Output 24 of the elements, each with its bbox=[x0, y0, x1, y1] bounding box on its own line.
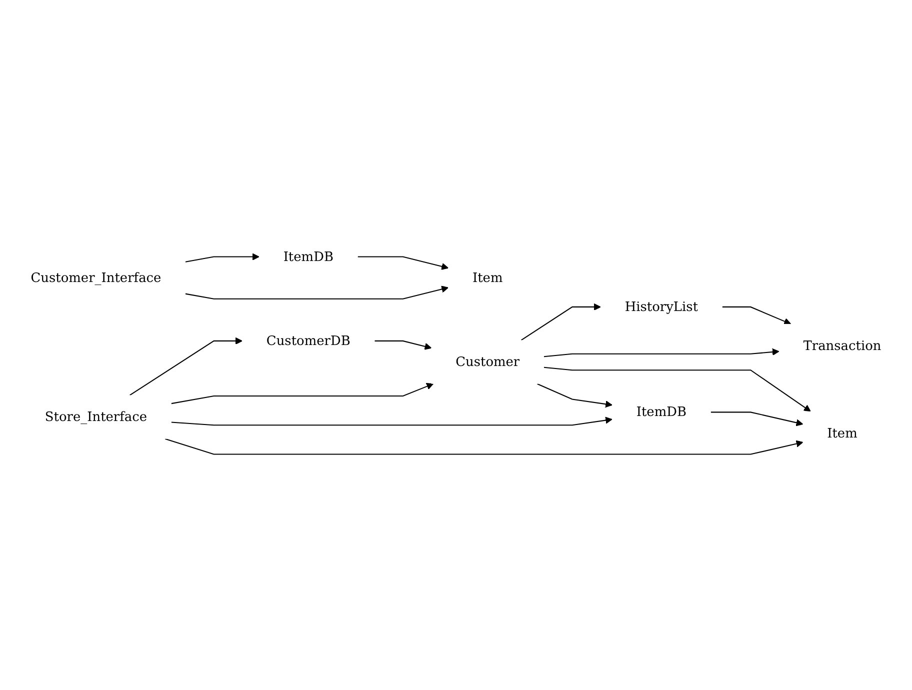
node-text: Item bbox=[827, 425, 858, 441]
arrow bbox=[520, 303, 601, 341]
node-text: Item bbox=[472, 270, 503, 286]
node-text: Customer bbox=[456, 354, 520, 370]
arrow bbox=[544, 366, 811, 412]
node-text: Transaction bbox=[803, 338, 882, 354]
arrow bbox=[185, 286, 449, 300]
node-text: ItemDB bbox=[283, 248, 334, 264]
arrow bbox=[722, 306, 792, 325]
node-text: CustomerDB bbox=[266, 332, 350, 348]
arrow bbox=[171, 416, 612, 426]
arrow bbox=[358, 256, 449, 270]
node-text: Customer_Interface bbox=[30, 270, 162, 286]
node-text: Store_Interface bbox=[44, 408, 148, 424]
arrow bbox=[185, 253, 260, 262]
arrow bbox=[171, 382, 434, 404]
arrow bbox=[130, 337, 242, 396]
arrow bbox=[165, 438, 804, 455]
node-text: ItemDB bbox=[636, 404, 687, 420]
node-text: HistoryList bbox=[624, 298, 698, 314]
arrow bbox=[374, 340, 432, 350]
arrow bbox=[544, 348, 780, 358]
arrow bbox=[710, 412, 804, 426]
arrow bbox=[537, 383, 612, 408]
